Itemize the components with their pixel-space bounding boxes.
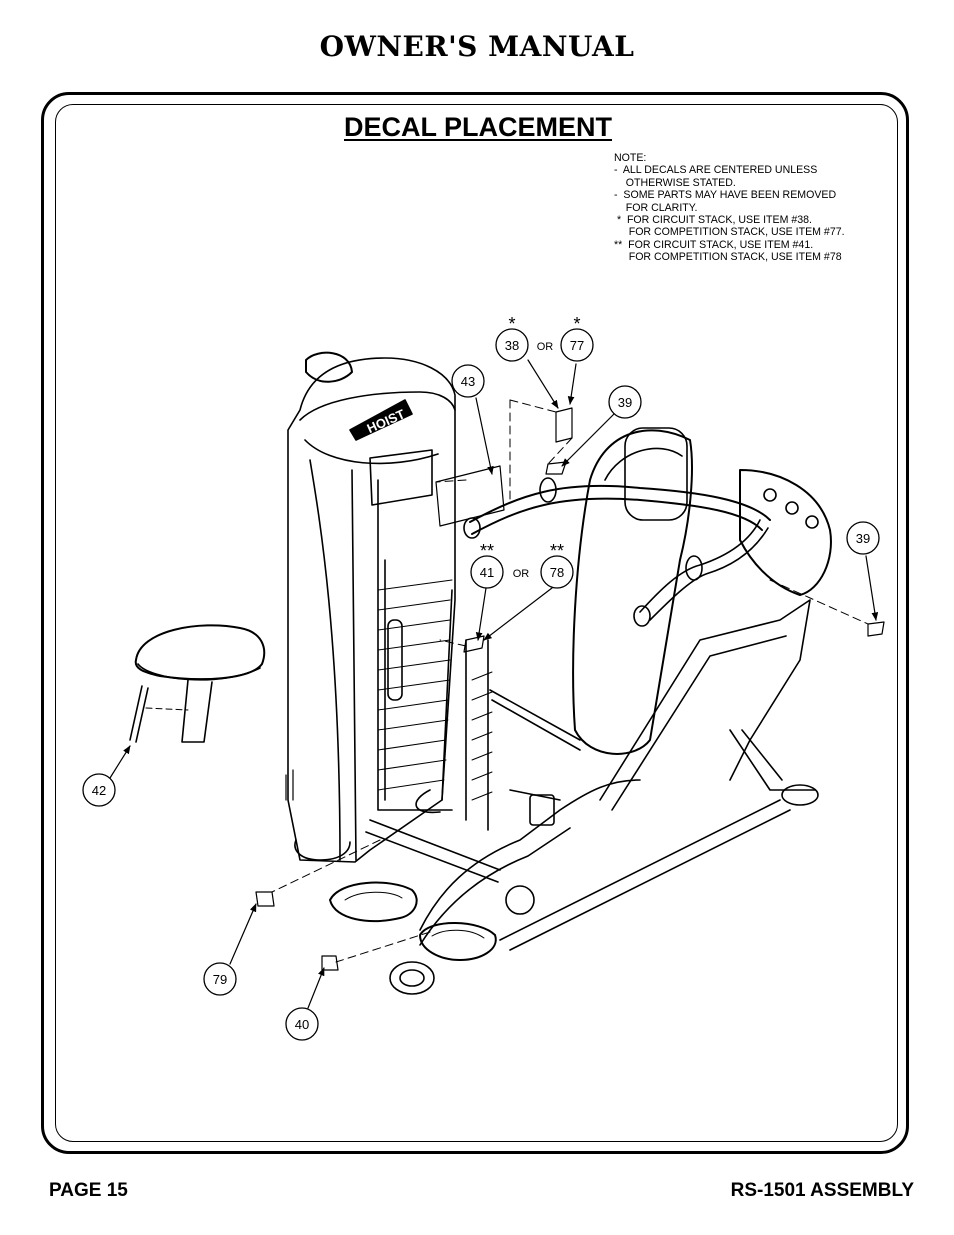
callout-78: 78 — [540, 555, 574, 589]
callout-41-label: 41 — [480, 565, 494, 580]
rear-upright — [415, 639, 493, 831]
or-label-top: OR — [537, 341, 554, 353]
section-title: DECAL PLACEMENT — [344, 112, 613, 142]
decal-39-right — [867, 621, 885, 637]
notes-block: NOTE: - ALL DECALS ARE CENTERED UNLESS O… — [614, 152, 904, 264]
seat — [129, 624, 266, 743]
callout-38-label: 38 — [505, 338, 519, 353]
callout-79-label: 79 — [213, 972, 227, 987]
callout-43-label: 43 — [461, 374, 475, 389]
press-arms — [463, 469, 832, 627]
callout-41: 41 — [470, 555, 504, 589]
callout-39-top-label: 39 — [618, 395, 632, 410]
callout-40: 40 — [285, 1007, 319, 1041]
page-number: PAGE 15 — [49, 1180, 128, 1201]
main-frame — [365, 599, 819, 995]
callout-42-label: 42 — [92, 783, 106, 798]
callout-78-label: 78 — [550, 565, 564, 580]
note-line: ** FOR CIRCUIT STACK, USE ITEM #41. — [614, 238, 814, 251]
callout-43: 43 — [451, 364, 485, 398]
note-line: * FOR CIRCUIT STACK, USE ITEM #38. — [614, 214, 812, 227]
manual-title: OWNER'S MANUAL — [319, 30, 635, 63]
callout-38: 38 — [495, 328, 529, 362]
inner-frame — [55, 104, 898, 1142]
brand-logo: HOIST — [349, 399, 413, 441]
callout-79: 79 — [203, 962, 237, 996]
decal-79 — [255, 891, 275, 907]
or-text: OR — [513, 568, 530, 580]
decal-38-77 — [555, 407, 573, 443]
decal-39-top — [545, 461, 567, 475]
double-star-78: ** — [550, 541, 564, 561]
callout-40-label: 40 — [295, 1017, 309, 1032]
callout-77: 77 — [560, 328, 594, 362]
footrests — [329, 881, 497, 961]
star-38: * — [508, 314, 515, 334]
outer-frame — [41, 92, 909, 1154]
decal-41-78 — [463, 635, 485, 653]
single-star-text: * — [508, 314, 515, 334]
star-77: * — [573, 314, 580, 334]
decals — [255, 407, 885, 971]
double-star-41: ** — [480, 541, 494, 561]
weight-stack-tower — [285, 351, 456, 863]
callout-39-top: 39 — [608, 385, 642, 419]
callout-77-label: 77 — [570, 338, 584, 353]
model-label: RS-1501 ASSEMBLY — [730, 1180, 914, 1201]
note-line: - ALL DECALS ARE CENTERED UNLESS — [614, 164, 818, 177]
decal-40 — [321, 955, 339, 971]
callout-39-right-label: 39 — [856, 531, 870, 546]
note-line: FOR COMPETITION STACK, USE ITEM #78 — [614, 251, 842, 264]
note-line: FOR CLARITY. — [614, 201, 698, 214]
callout-39-right: 39 — [846, 521, 880, 555]
double-star-text: ** — [550, 541, 564, 561]
back-pad — [572, 427, 693, 755]
or-text: OR — [537, 341, 554, 353]
note-line: OTHERWISE STATED. — [614, 176, 736, 189]
leader-lines — [109, 359, 879, 1009]
double-star-text: ** — [480, 541, 494, 561]
callout-42: 42 — [82, 773, 116, 807]
note-line: - SOME PARTS MAY HAVE BEEN REMOVED — [614, 189, 837, 202]
note-line: FOR COMPETITION STACK, USE ITEM #77. — [614, 226, 845, 239]
or-label-middle: OR — [513, 568, 530, 580]
single-star-text: * — [573, 314, 580, 334]
note-line: NOTE: — [614, 152, 647, 164]
placement-lines — [271, 399, 869, 963]
decal-43 — [435, 465, 505, 527]
